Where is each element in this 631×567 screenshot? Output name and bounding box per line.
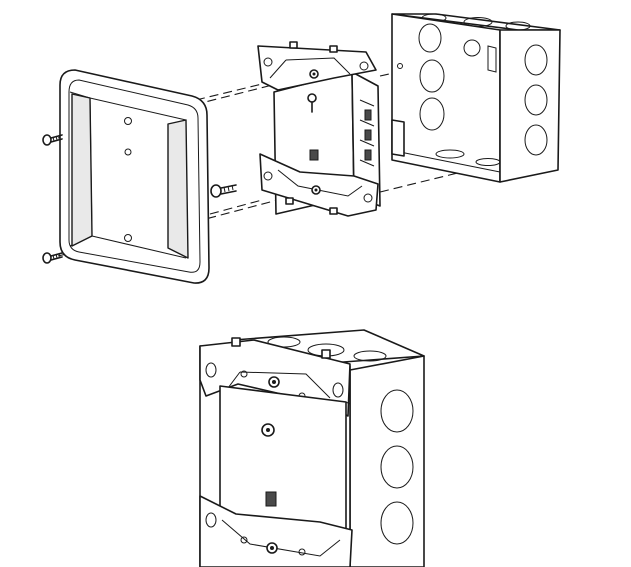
cover-plate: [59, 69, 210, 284]
cover-screw: [42, 252, 63, 264]
device-module: [257, 41, 381, 217]
terminal: [364, 109, 372, 121]
terminal: [364, 129, 372, 141]
exploded-view: [42, 13, 561, 284]
cover-center-hole: [124, 148, 132, 156]
device-module: [199, 337, 353, 567]
terminal: [364, 149, 372, 161]
cover-screw: [42, 134, 63, 146]
led-indicator: [265, 491, 277, 507]
led-indicator: [309, 149, 319, 161]
mounting-screw: [210, 184, 237, 198]
cover-screw-hole: [124, 234, 132, 242]
assembled-view: [199, 329, 425, 567]
cover-screw-hole: [124, 117, 132, 125]
electrical-box: [391, 13, 561, 183]
